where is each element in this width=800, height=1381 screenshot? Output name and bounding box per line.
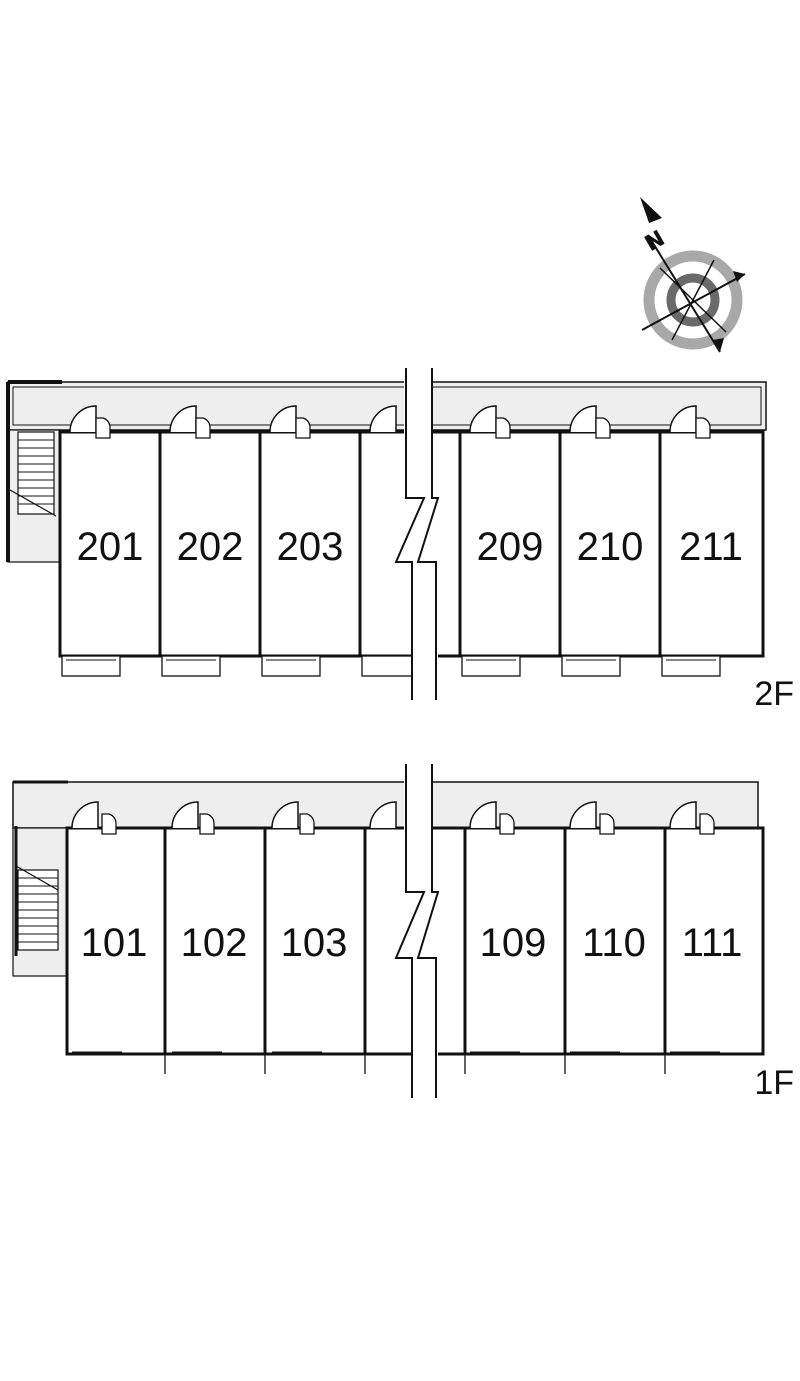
unit-1f-1 [65, 801, 167, 1056]
door-swing-icon [569, 801, 597, 829]
door-swing-icon [669, 405, 697, 433]
unit-1f-7 [663, 801, 765, 1074]
meter-box-icon [295, 417, 311, 439]
unit-number: 101 [81, 921, 148, 965]
unit-2f-7 [658, 405, 765, 677]
meter-box-icon [699, 813, 715, 835]
compass-axis-ew [641, 273, 746, 331]
compass-axis-ns [647, 234, 721, 353]
balcony [461, 655, 521, 677]
unit-number: 202 [177, 525, 244, 569]
balcony [661, 655, 721, 677]
staircase-2f [9, 431, 57, 517]
door-swing-icon [69, 405, 97, 433]
door-swing-icon [171, 801, 199, 829]
compass-north-letter: N [641, 226, 669, 257]
unit-number: 209 [477, 525, 544, 569]
meter-box-icon [195, 417, 211, 439]
meter-box-icon [95, 417, 111, 439]
east-arrow-icon [733, 271, 745, 282]
door-swing-icon [469, 405, 497, 433]
meter-box-icon [595, 417, 611, 439]
compass-outer-ring [643, 250, 743, 350]
south-arrow-icon [713, 338, 724, 352]
unit-number: 203 [277, 525, 344, 569]
floor-label-2f: 2F [754, 675, 794, 713]
unit-1f-2 [163, 801, 267, 1074]
door-swing-icon [71, 801, 99, 829]
unit-number: 111 [682, 921, 743, 965]
door-swing-icon [271, 801, 299, 829]
unit-number: 211 [679, 525, 743, 569]
balcony [61, 655, 121, 677]
break-line-1f [394, 764, 440, 1098]
door-swing-icon [669, 801, 697, 829]
compass-axis-diag2 [671, 259, 715, 341]
unit-number: 201 [77, 525, 144, 569]
floor-1f: 101 102 103 109 110 111 1F [12, 764, 794, 1102]
unit-1f-6 [563, 801, 667, 1074]
door-swing-icon [469, 801, 497, 829]
balcony [261, 655, 321, 677]
floor-2f: 201 202 203 209 210 211 2F [6, 368, 794, 713]
meter-box-icon [599, 813, 615, 835]
unit-number: 109 [480, 921, 547, 965]
unit-number: 110 [582, 921, 646, 965]
meter-box-icon [199, 813, 215, 835]
door-swing-icon [269, 405, 297, 433]
door-swing-icon [569, 405, 597, 433]
north-arrow-icon [640, 197, 662, 223]
meter-box-icon [499, 813, 515, 835]
unit-number: 103 [281, 921, 348, 965]
meter-box-icon [695, 417, 711, 439]
door-swing-icon [369, 405, 397, 433]
unit-number: 210 [577, 525, 644, 569]
meter-box-icon [299, 813, 315, 835]
meter-box-icon [495, 417, 511, 439]
balcony [561, 655, 621, 677]
compass-inner-ring [666, 273, 720, 327]
staircase-1f [14, 826, 59, 956]
floor-label-1f: 1F [754, 1064, 794, 1102]
break-line-2f [394, 368, 440, 700]
unit-number: 102 [181, 921, 248, 965]
unit-2f-3 [258, 405, 362, 677]
balcony [161, 655, 221, 677]
unit-2f-6 [558, 405, 662, 677]
unit-2f-2 [158, 405, 262, 677]
compass-rose: N [640, 197, 746, 353]
meter-box-icon [101, 813, 117, 835]
door-swing-icon [369, 801, 397, 829]
door-swing-icon [169, 405, 197, 433]
